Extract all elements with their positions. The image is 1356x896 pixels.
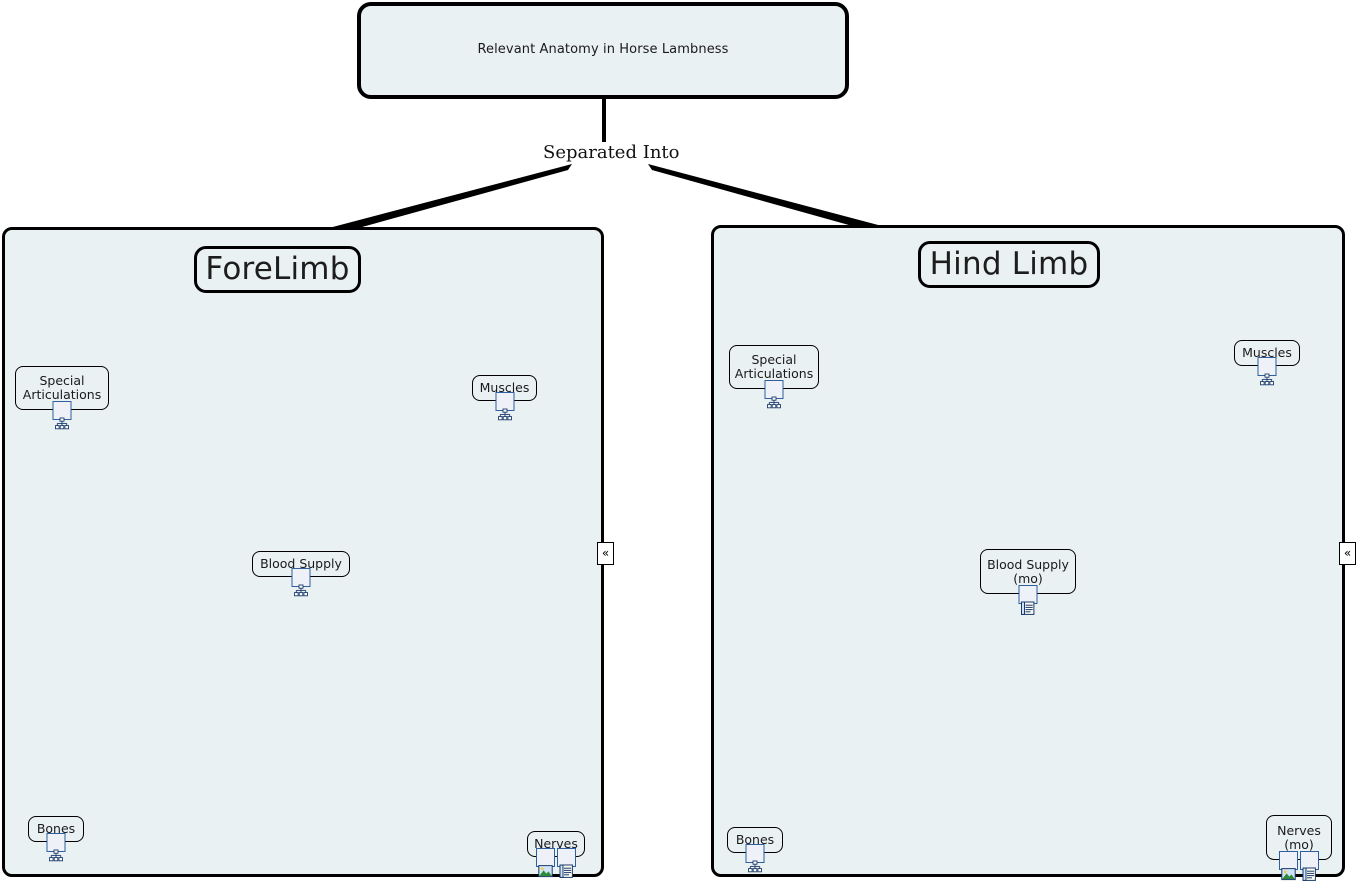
note-icon[interactable]: [1018, 585, 1038, 615]
node-hind-nerves[interactable]: Nerves (mo): [1266, 815, 1332, 881]
node-label: Nerves: [534, 836, 578, 851]
branch-title-forelimb[interactable]: ForeLimb: [194, 246, 361, 293]
icon-strip: [745, 844, 765, 873]
hierarchy-icon[interactable]: [745, 844, 765, 873]
node-label: Special Articulations: [22, 373, 102, 402]
node-label: Blood Supply: [260, 556, 342, 571]
node-forelimb-nerves[interactable]: Nerves: [527, 831, 585, 878]
picture-icon[interactable]: [536, 848, 555, 878]
icon-strip: [764, 380, 784, 409]
icon-strip: [1279, 851, 1319, 881]
branch-title-label: ForeLimb: [205, 251, 350, 288]
icon-strip: [1018, 585, 1038, 615]
node-label: Muscles: [479, 380, 530, 395]
root-topic-label: Relevant Anatomy in Horse Lambness: [477, 42, 729, 58]
icon-strip: [52, 401, 72, 430]
node-hind-bones[interactable]: Bones: [727, 827, 783, 873]
node-forelimb-special-articulations[interactable]: Special Articulations: [15, 366, 109, 430]
node-label: Bones: [36, 821, 76, 836]
node-label: Nerves (mo): [1277, 822, 1321, 852]
icon-strip: [495, 392, 514, 421]
note-icon[interactable]: [557, 848, 576, 878]
collapse-handle-forelimb[interactable]: «: [597, 542, 614, 565]
node-label: Bones: [735, 832, 775, 847]
hierarchy-icon[interactable]: [291, 568, 311, 597]
note-icon[interactable]: [1300, 851, 1319, 881]
hierarchy-icon[interactable]: [52, 401, 72, 430]
node-hind-blood-supply[interactable]: Blood Supply (mo): [980, 549, 1076, 615]
node-forelimb-bones[interactable]: Bones: [28, 816, 84, 862]
node-hind-special-articulations[interactable]: Special Articulations: [729, 345, 819, 409]
root-topic[interactable]: Relevant Anatomy in Horse Lambness: [357, 2, 849, 99]
hierarchy-icon[interactable]: [764, 380, 784, 409]
hierarchy-icon[interactable]: [495, 392, 514, 421]
node-label: Special Articulations: [734, 352, 814, 381]
branch-title-hind-limb[interactable]: Hind Limb: [918, 241, 1100, 288]
node-forelimb-muscles[interactable]: Muscles: [472, 375, 537, 421]
hierarchy-icon[interactable]: [46, 833, 66, 862]
icon-strip: [536, 848, 576, 878]
collapse-handle-hind-limb[interactable]: «: [1339, 542, 1356, 565]
branch-title-label: Hind Limb: [929, 246, 1089, 283]
icon-strip: [1257, 357, 1277, 386]
node-forelimb-blood-supply[interactable]: Blood Supply: [252, 551, 350, 597]
icon-strip: [46, 833, 66, 862]
node-hind-muscles[interactable]: Muscles: [1234, 340, 1300, 386]
icon-strip: [291, 568, 311, 597]
root-edge-label: Separated Into: [543, 142, 680, 163]
node-label: Blood Supply (mo): [987, 556, 1069, 586]
picture-icon[interactable]: [1279, 851, 1298, 881]
hierarchy-icon[interactable]: [1257, 357, 1277, 386]
node-label: Muscles: [1242, 345, 1292, 360]
